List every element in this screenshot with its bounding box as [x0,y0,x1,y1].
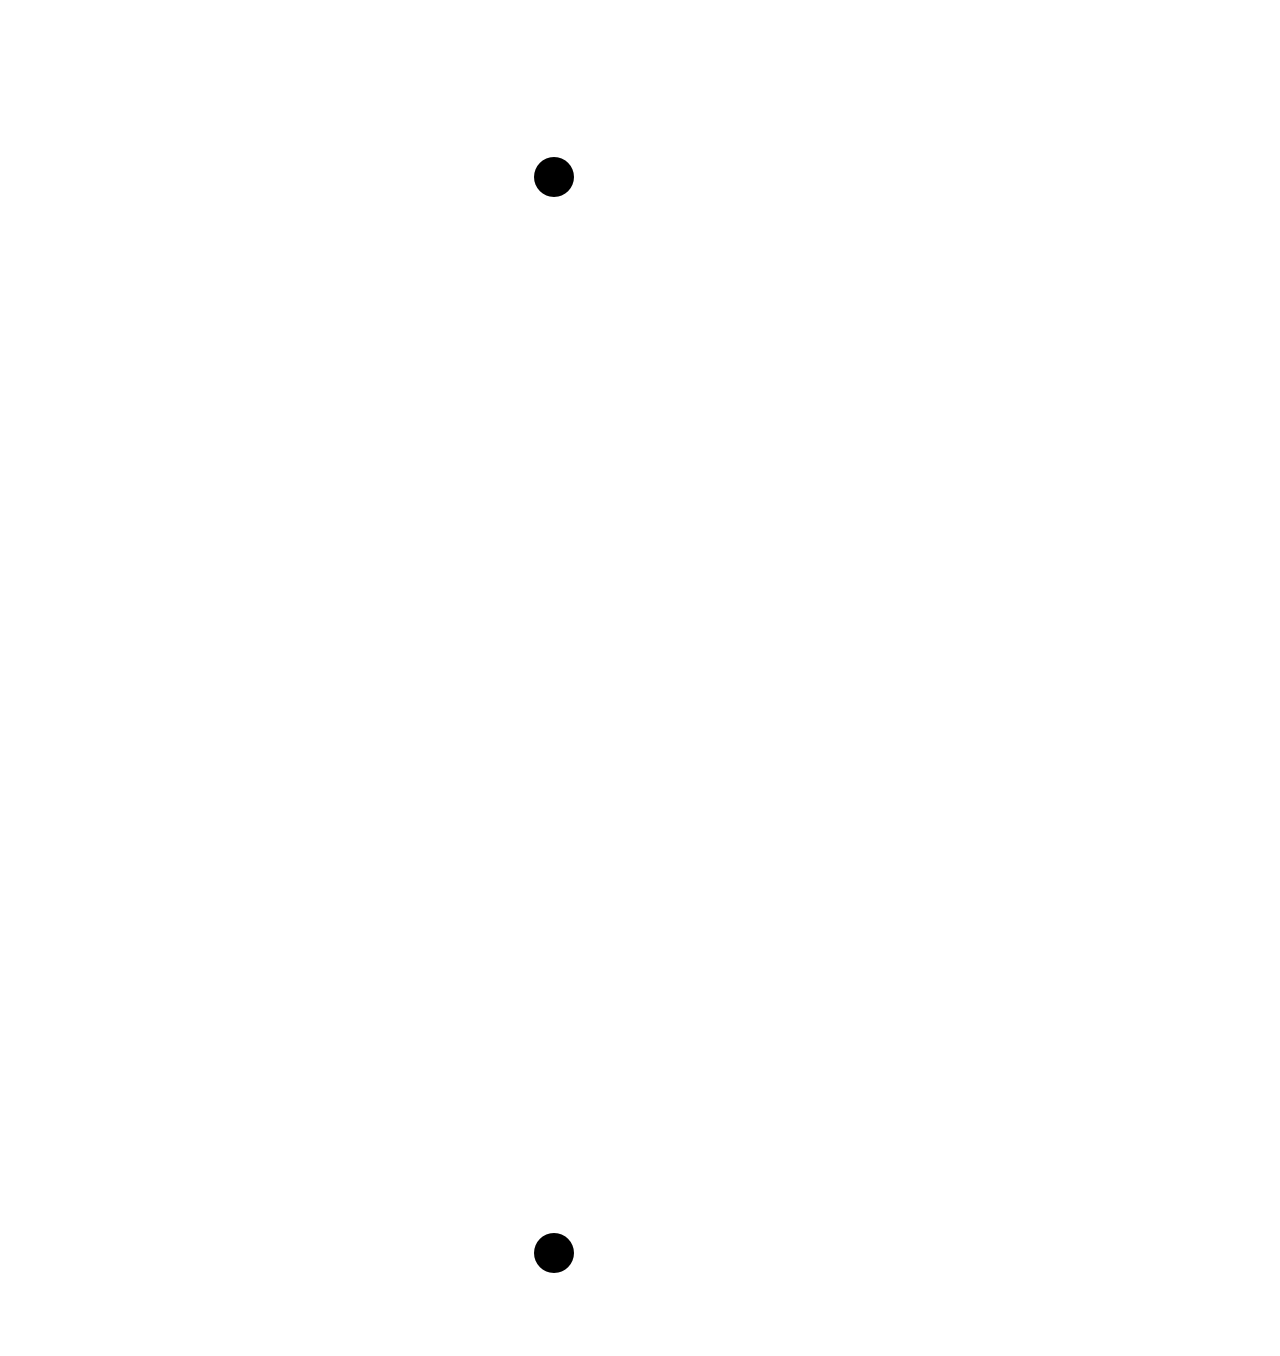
bottom-dot-icon [534,1233,574,1273]
top-dot-icon [534,157,574,197]
